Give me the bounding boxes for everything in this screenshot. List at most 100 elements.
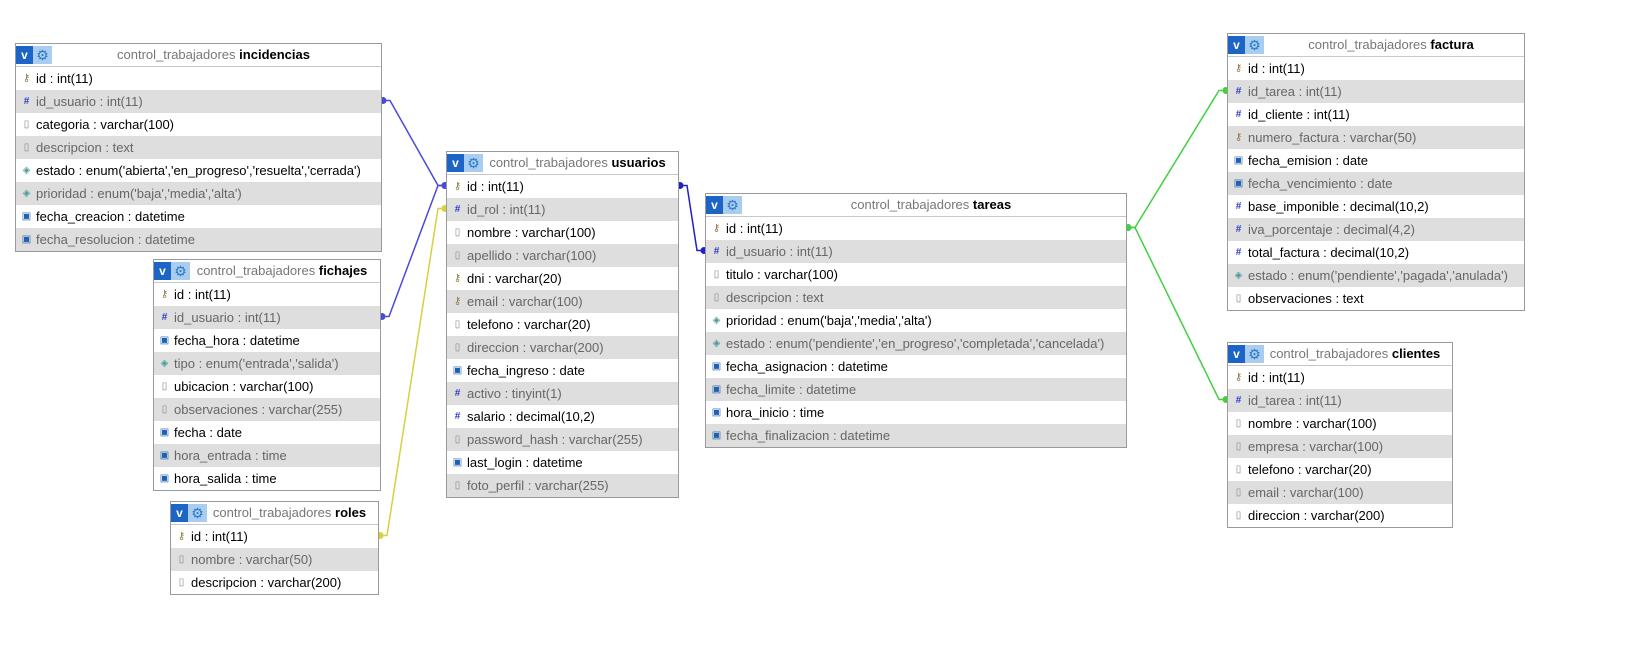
- column-label: estado : enum('pendiente','pagada','anul…: [1248, 268, 1508, 283]
- table-header[interactable]: v ⚙ control_trabajadores usuarios: [447, 152, 678, 175]
- column-row[interactable]: ▯telefono : varchar(20): [1228, 458, 1452, 481]
- column-row[interactable]: ▯ nombre : varchar(50): [171, 548, 378, 571]
- column-row[interactable]: ▣fecha_finalizacion : datetime: [706, 424, 1126, 447]
- column-row[interactable]: #id_tarea : int(11): [1228, 80, 1524, 103]
- column-row[interactable]: ▣fecha_asignacion : datetime: [706, 355, 1126, 378]
- column-row[interactable]: ⚷id : int(11): [1228, 366, 1452, 389]
- column-row[interactable]: ⚷id : int(11): [447, 175, 678, 198]
- date-icon: ▣: [21, 211, 32, 222]
- table-fichajes[interactable]: v ⚙ control_trabajadores fichajes ⚷id : …: [153, 259, 381, 491]
- column-row[interactable]: ▯password_hash : varchar(255): [447, 428, 678, 451]
- column-row[interactable]: ◈estado : enum('pendiente','pagada','anu…: [1228, 264, 1524, 287]
- column-row[interactable]: ◈estado : enum('pendiente','en_progreso'…: [706, 332, 1126, 355]
- v-icon[interactable]: v: [16, 46, 33, 64]
- text-icon: ▯: [178, 554, 185, 565]
- column-label: categoria : varchar(100): [36, 117, 175, 132]
- column-row[interactable]: ▯telefono : varchar(20): [447, 313, 678, 336]
- v-icon[interactable]: v: [1228, 345, 1245, 363]
- column-row[interactable]: #id_tarea : int(11): [1228, 389, 1452, 412]
- table-tareas[interactable]: v ⚙ control_trabajadores tareas ⚷id : in…: [705, 193, 1127, 448]
- table-usuarios[interactable]: v ⚙ control_trabajadores usuarios ⚷id : …: [446, 151, 679, 498]
- column-row[interactable]: ⚷numero_factura : varchar(50): [1228, 126, 1524, 149]
- column-row[interactable]: ▣fecha_resolucion : datetime: [16, 228, 381, 251]
- v-icon[interactable]: v: [447, 154, 464, 172]
- column-row[interactable]: ▯descripcion : text: [16, 136, 381, 159]
- column-row[interactable]: ◈estado : enum('abierta','en_progreso','…: [16, 159, 381, 182]
- column-row[interactable]: ▣hora_salida : time: [154, 467, 380, 490]
- column-row[interactable]: ▣fecha_creacion : datetime: [16, 205, 381, 228]
- column-row[interactable]: ▯categoria : varchar(100): [16, 113, 381, 136]
- column-row[interactable]: #base_imponible : decimal(10,2): [1228, 195, 1524, 218]
- column-row[interactable]: ▯email : varchar(100): [1228, 481, 1452, 504]
- table-roles[interactable]: v ⚙ control_trabajadores roles ⚷id : int…: [170, 501, 379, 595]
- column-row[interactable]: #salario : decimal(10,2): [447, 405, 678, 428]
- column-row[interactable]: ⚷id : int(11): [706, 217, 1126, 240]
- gear-icon[interactable]: ⚙: [33, 46, 52, 64]
- table-clientes[interactable]: v ⚙ control_trabajadores clientes ⚷id : …: [1227, 342, 1453, 528]
- column-row[interactable]: #iva_porcentaje : decimal(4,2): [1228, 218, 1524, 241]
- gear-icon[interactable]: ⚙: [723, 196, 742, 214]
- table-header[interactable]: v ⚙ control_trabajadores clientes: [1228, 343, 1452, 366]
- column-row[interactable]: ▣fecha_vencimiento : date: [1228, 172, 1524, 195]
- column-row[interactable]: ▣hora_entrada : time: [154, 444, 380, 467]
- column-row[interactable]: ▯titulo : varchar(100): [706, 263, 1126, 286]
- column-row[interactable]: #id_usuario : int(11): [154, 306, 380, 329]
- column-row[interactable]: ▯descripcion : varchar(200): [171, 571, 378, 594]
- column-row[interactable]: ▣fecha_emision : date: [1228, 149, 1524, 172]
- gear-icon[interactable]: ⚙: [188, 504, 207, 522]
- column-row[interactable]: ▯nombre : varchar(100): [447, 221, 678, 244]
- column-row[interactable]: ▯foto_perfil : varchar(255): [447, 474, 678, 497]
- table-factura[interactable]: v ⚙ control_trabajadores factura ⚷id : i…: [1227, 33, 1525, 311]
- column-row[interactable]: ▣fecha : date: [154, 421, 380, 444]
- gear-icon[interactable]: ⚙: [464, 154, 483, 172]
- column-row[interactable]: #activo : tinyint(1): [447, 382, 678, 405]
- column-row[interactable]: ▣fecha_limite : datetime: [706, 378, 1126, 401]
- column-row[interactable]: ⚷id : int(11): [16, 67, 381, 90]
- v-icon[interactable]: v: [1228, 36, 1245, 54]
- column-row[interactable]: ▯observaciones : text: [1228, 287, 1524, 310]
- table-header[interactable]: v ⚙ control_trabajadores fichajes: [154, 260, 380, 283]
- column-row[interactable]: ▯empresa : varchar(100): [1228, 435, 1452, 458]
- table-header[interactable]: v ⚙ control_trabajadores incidencias: [16, 44, 381, 67]
- column-row[interactable]: ▣fecha_hora : datetime: [154, 329, 380, 352]
- column-row[interactable]: ⚷email : varchar(100): [447, 290, 678, 313]
- table-name: incidencias: [239, 47, 310, 62]
- v-icon[interactable]: v: [706, 196, 723, 214]
- column-row[interactable]: ◈prioridad : enum('baja','media','alta'): [706, 309, 1126, 332]
- column-row[interactable]: #id_usuario : int(11): [16, 90, 381, 113]
- column-row[interactable]: #id_cliente : int(11): [1228, 103, 1524, 126]
- column-row[interactable]: ◈tipo : enum('entrada','salida'): [154, 352, 380, 375]
- column-row[interactable]: ▯descripcion : text: [706, 286, 1126, 309]
- key-icon: ⚷: [22, 73, 31, 84]
- v-icon[interactable]: v: [171, 504, 188, 522]
- column-row[interactable]: ⚷id : int(11): [1228, 57, 1524, 80]
- table-header[interactable]: v ⚙ control_trabajadores roles: [171, 502, 378, 525]
- column-row[interactable]: ▯nombre : varchar(100): [1228, 412, 1452, 435]
- column-row[interactable]: ◈prioridad : enum('baja','media','alta'): [16, 182, 381, 205]
- column-label: tipo : enum('entrada','salida'): [174, 356, 339, 371]
- column-row[interactable]: ▯direccion : varchar(200): [447, 336, 678, 359]
- column-row[interactable]: ▣hora_inicio : time: [706, 401, 1126, 424]
- column-row[interactable]: ▣fecha_ingreso : date: [447, 359, 678, 382]
- column-row[interactable]: ▯apellido : varchar(100): [447, 244, 678, 267]
- enum-icon: ◈: [712, 338, 721, 349]
- column-row[interactable]: #id_rol : int(11): [447, 198, 678, 221]
- column-row[interactable]: ▯direccion : varchar(200): [1228, 504, 1452, 527]
- gear-icon[interactable]: ⚙: [1245, 345, 1264, 363]
- gear-icon[interactable]: ⚙: [171, 262, 190, 280]
- column-row[interactable]: ▯observaciones : varchar(255): [154, 398, 380, 421]
- column-label: nombre : varchar(50): [191, 552, 313, 567]
- column-row[interactable]: #id_usuario : int(11): [706, 240, 1126, 263]
- column-row[interactable]: ⚷id : int(11): [154, 283, 380, 306]
- table-header[interactable]: v ⚙ control_trabajadores factura: [1228, 34, 1524, 57]
- column-row[interactable]: #total_factura : decimal(10,2): [1228, 241, 1524, 264]
- column-row[interactable]: ⚷dni : varchar(20): [447, 267, 678, 290]
- column-row[interactable]: ▣last_login : datetime: [447, 451, 678, 474]
- table-header[interactable]: v ⚙ control_trabajadores tareas: [706, 194, 1126, 217]
- v-icon[interactable]: v: [154, 262, 171, 280]
- column-row[interactable]: ▯ubicacion : varchar(100): [154, 375, 380, 398]
- date-icon: ▣: [711, 430, 722, 441]
- gear-icon[interactable]: ⚙: [1245, 36, 1264, 54]
- table-incidencias[interactable]: v ⚙ control_trabajadores incidencias ⚷id…: [15, 43, 382, 252]
- column-row[interactable]: ⚷id : int(11): [171, 525, 378, 548]
